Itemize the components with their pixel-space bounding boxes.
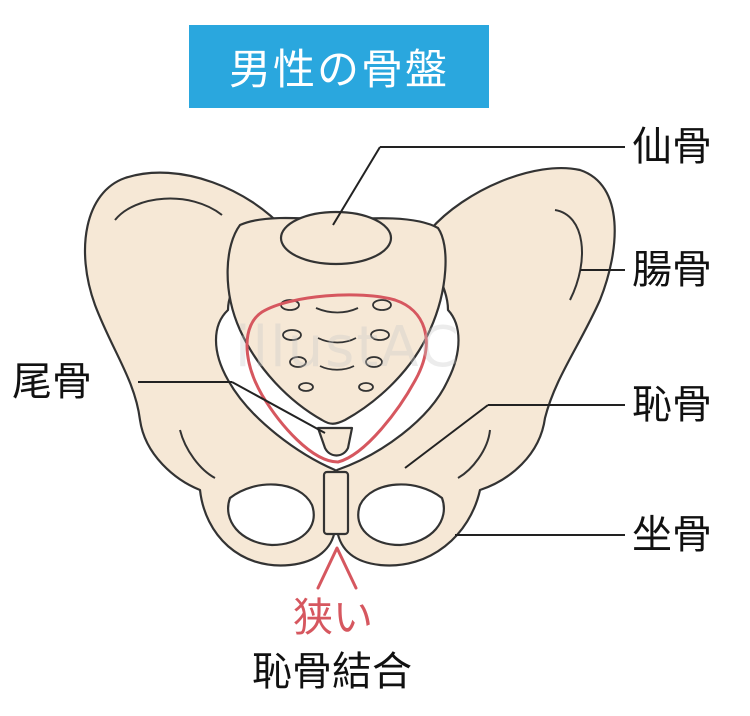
watermark: illustAC [235, 315, 461, 380]
label-ilium: 腸骨 [632, 247, 712, 293]
label-pubis: 恥骨 [632, 382, 712, 428]
coccyx-shape [316, 426, 354, 457]
label-pubic-symphysis: 恥骨結合 [252, 649, 412, 695]
title-banner: 男性の骨盤 [189, 25, 489, 108]
right-obturator-foramen [357, 483, 445, 547]
label-coccyx: 尾骨 [12, 359, 92, 405]
label-sacrum: 仙骨 [632, 124, 712, 170]
diagram-title: 男性の骨盤 [228, 45, 449, 94]
leader-pubis [404, 404, 489, 469]
left-hip-bone [83, 171, 337, 567]
narrow-angle-marker [316, 546, 358, 590]
label-narrow: 狭い [293, 595, 373, 641]
leader-sacrum [332, 146, 381, 226]
label-ischium: 坐骨 [632, 512, 712, 558]
left-obturator-foramen [227, 483, 315, 547]
pelvic-inlet-outline [245, 293, 428, 464]
pubic-symphysis-shape [322, 470, 350, 536]
sacral-promontory [279, 210, 393, 266]
